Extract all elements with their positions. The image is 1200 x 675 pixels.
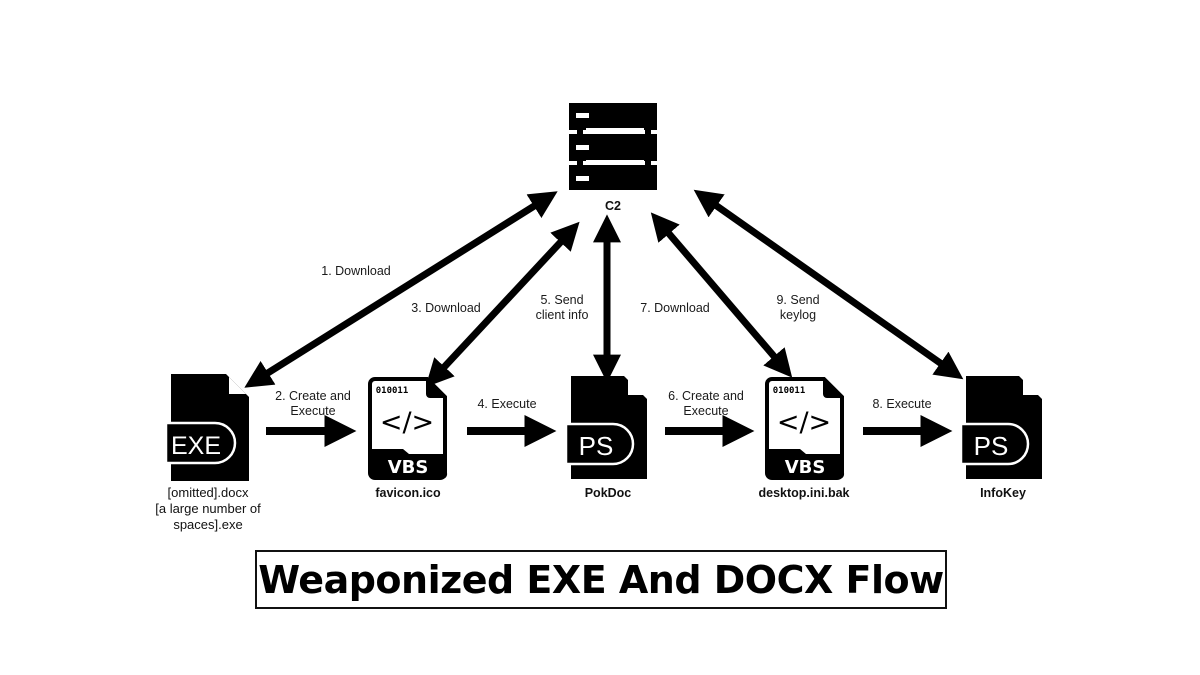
edge-1-arrow — [244, 191, 558, 388]
ps-badge-text: PS — [579, 431, 614, 461]
edge-9-label-line2: keylog — [780, 308, 816, 322]
exe-label-line2: [a large number of — [155, 501, 261, 516]
ps-badge-text: PS — [974, 431, 1009, 461]
edge-8-label: 8. Execute — [872, 397, 931, 411]
vbs-badge-text: VBS — [388, 457, 429, 478]
code-glyph: </> — [380, 407, 434, 438]
exe-file-icon: EXE — [164, 374, 249, 481]
edge-7-label: 7. Download — [640, 301, 710, 315]
ps-file-icon: PS — [959, 376, 1042, 479]
exe-label-line1: [omitted].docx — [168, 485, 249, 500]
edge-6-label-line2: Execute — [683, 404, 728, 418]
edge-9-arrow — [693, 189, 964, 380]
edge-5-label-line1: 5. Send — [540, 293, 583, 307]
vbs-file-icon: 010011 </> VBS — [765, 377, 845, 480]
edge-2-label-line2: Execute — [290, 404, 335, 418]
vbs-file-icon: 010011 </> VBS — [368, 377, 448, 480]
edge-3-arrow — [425, 221, 580, 388]
ps-file-icon: PS — [564, 376, 647, 479]
edge-2-label-line1: 2. Create and — [275, 389, 351, 403]
edge-3-label: 3. Download — [411, 301, 481, 315]
edge-1-label: 1. Download — [321, 264, 391, 278]
server-icon — [569, 103, 657, 190]
page-title: Weaponized EXE And DOCX Flow — [258, 557, 944, 602]
edge-9-label-line1: 9. Send — [776, 293, 819, 307]
desktop-ini-label: desktop.ini.bak — [759, 486, 850, 500]
exe-label-line3: spaces].exe — [173, 517, 242, 532]
pokdoc-label: PokDoc — [585, 486, 632, 500]
edge-6-label-line1: 6. Create and — [668, 389, 744, 403]
binary-text: 010011 — [773, 386, 806, 396]
infokey-label: InfoKey — [980, 486, 1026, 500]
server-label: C2 — [605, 199, 621, 213]
vbs-badge-text: VBS — [785, 457, 826, 478]
favicon-label: favicon.ico — [375, 486, 441, 500]
binary-text: 010011 — [376, 386, 409, 396]
title-banner: Weaponized EXE And DOCX Flow — [255, 550, 947, 609]
exe-badge-text: EXE — [171, 432, 221, 460]
edge-5-label-line2: client info — [536, 308, 589, 322]
edge-4-label: 4. Execute — [477, 397, 536, 411]
code-glyph: </> — [777, 407, 831, 438]
